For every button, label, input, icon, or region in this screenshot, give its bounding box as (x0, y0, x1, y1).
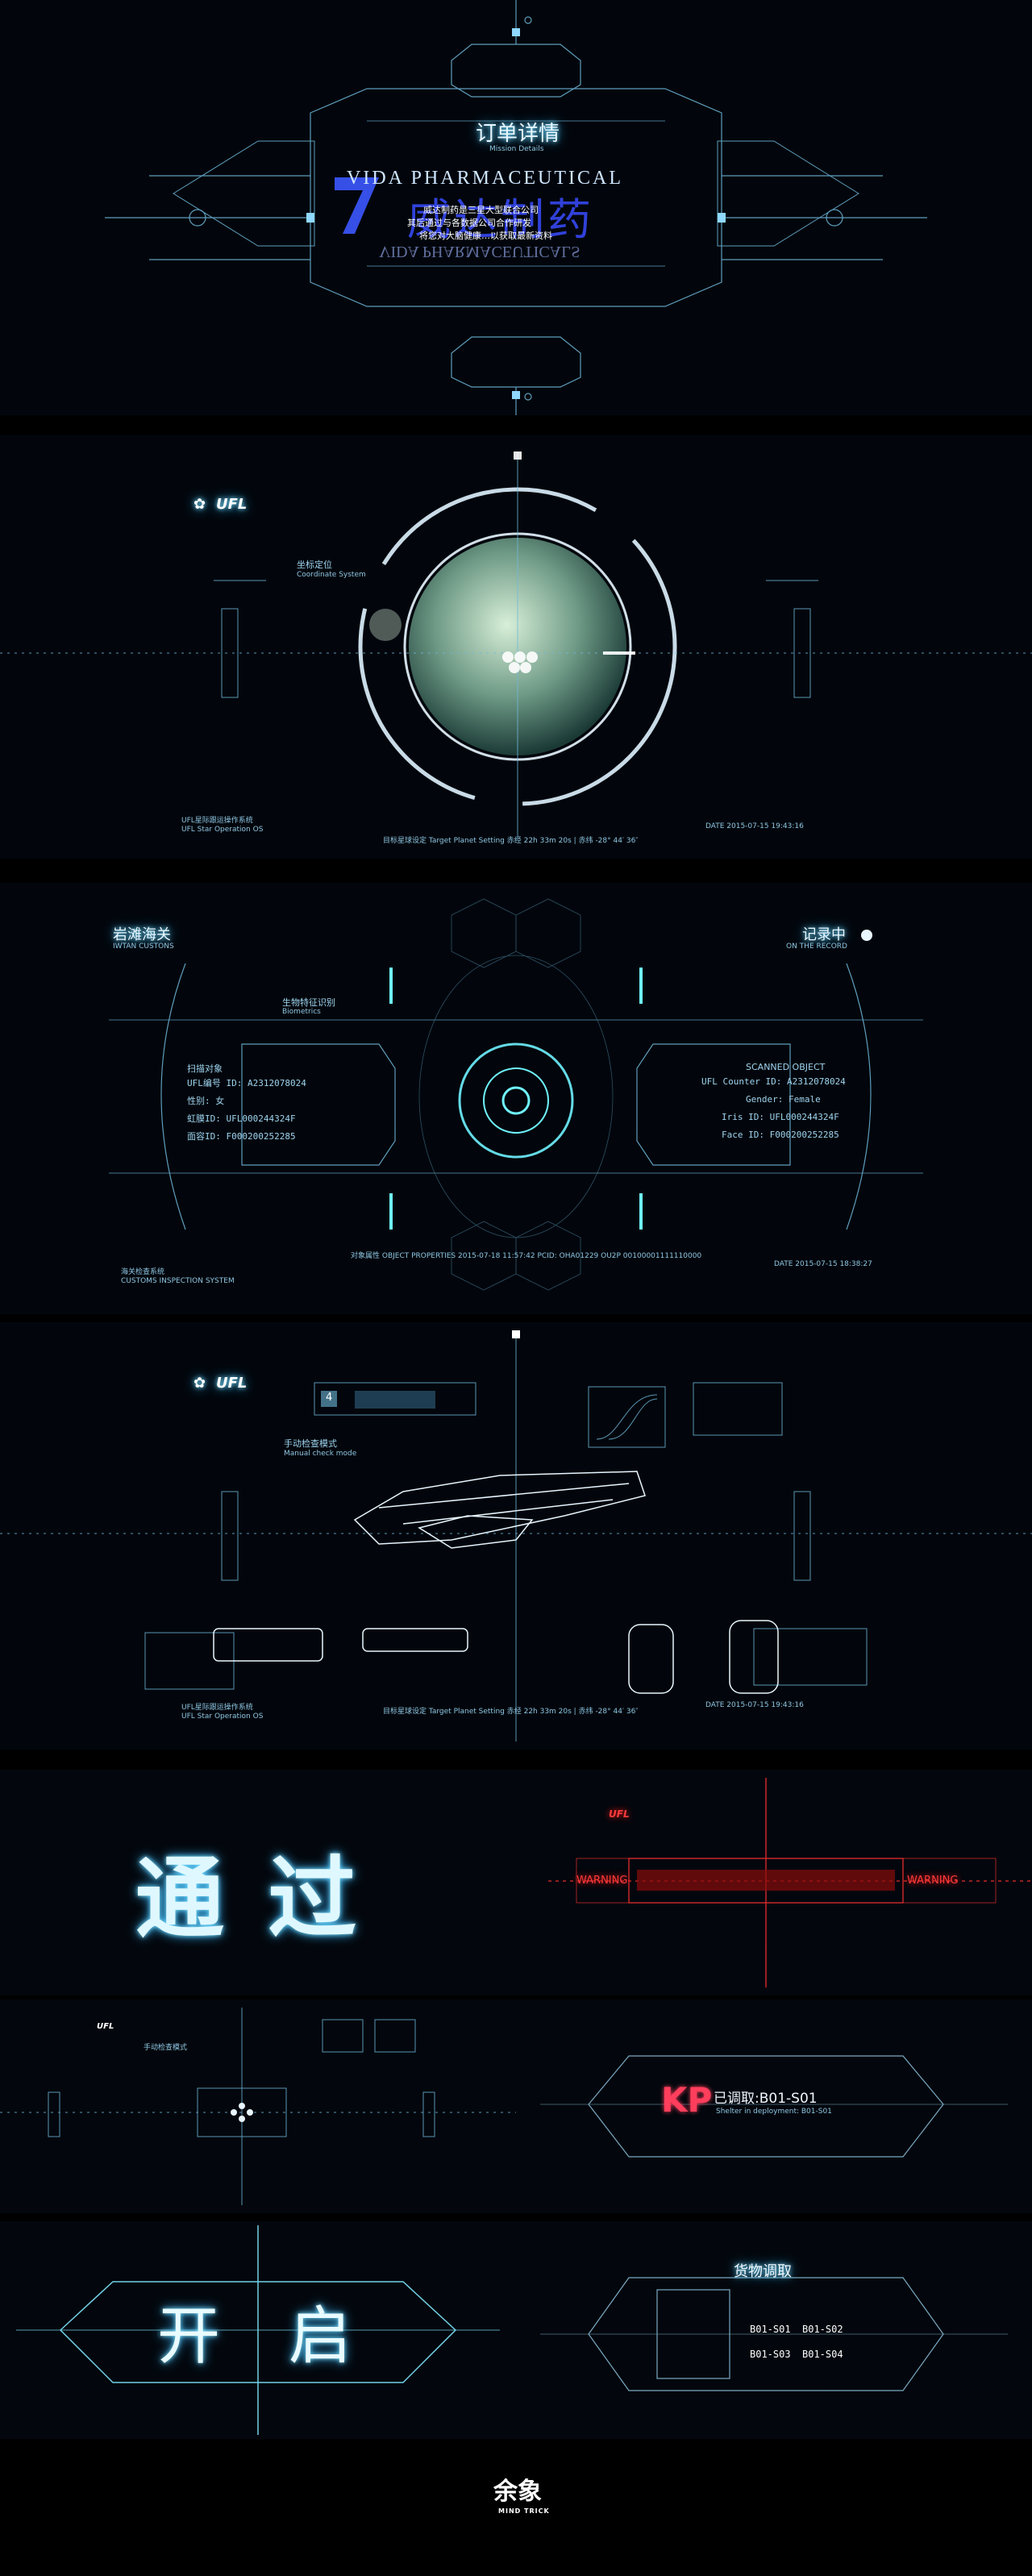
coord-sub: Coordinate System (297, 571, 366, 579)
field-id: UFL编号 ID: A2312078024 (187, 1078, 306, 1088)
field-face: 面容ID: F000200252285 (187, 1131, 296, 1142)
mode-sub: Manual check mode (284, 1450, 357, 1458)
open-text: 开 启 (157, 2300, 376, 2373)
properties-line: 对象属性 OBJECT PROPERTIES 2015-07-18 11:57:… (351, 1252, 702, 1260)
customs-hud-svg (109, 898, 923, 1291)
footer-logo-cn: 余象 (493, 2478, 542, 2506)
small-hud-svg (0, 2008, 516, 2205)
planet-hud-svg (0, 452, 1032, 839)
hud-frame-svg (105, 0, 927, 415)
seat-sub: Shelter in deployment: B01-S01 (716, 2108, 832, 2116)
scanned-title: SCANNED OBJECT (746, 1062, 826, 1072)
kp-hud-svg (540, 2055, 1008, 2158)
desc-line-2: 其后通过与各数据公司合作研发 (407, 218, 531, 228)
ship-hud-svg (0, 1330, 1032, 1742)
target-line: 目标星球设定 Target Planet Setting 赤经 22h 33m … (383, 1708, 639, 1716)
panel-open: 开 启 (0, 2221, 516, 2439)
panel-manual-check-small: UFL 手动检查模式 (0, 2000, 516, 2213)
ufl-logo: ✿UFL (194, 1375, 248, 1392)
open-hud-svg (16, 2225, 500, 2435)
panel-goods-retrieve: 货物调取 B01-S01 B01-S02 B01-S03 B01-S04 (516, 2221, 1032, 2439)
record-title: 记录中 (802, 926, 846, 943)
field-id-en: UFL Counter ID: A2312078024 (701, 1076, 846, 1087)
panel-planet-scan: ✿UFL 坐标定位 Coordinate System UFL星际跟运操作系统 … (0, 435, 1032, 859)
record-sub: ON THE RECORD (786, 943, 847, 951)
moon (369, 609, 402, 641)
pass-text: 通 过 (135, 1847, 364, 1950)
warning-hud-svg (548, 1778, 1032, 1987)
panel-pass: 通 过 (0, 1770, 516, 1995)
warning-left: WARNING (576, 1875, 628, 1887)
system-label: UFL星际跟运操作系统 (181, 1704, 253, 1712)
date-readout: DATE 2015-07-15 19:43:16 (705, 822, 804, 830)
field-iris: 虹膜ID: UFL000244324F (187, 1113, 296, 1124)
vida-logo-mark (335, 177, 379, 234)
ufl-logo-icon: ✿ (194, 496, 206, 513)
system-sub: UFL Star Operation OS (181, 826, 264, 834)
customs-sub: IWTAN CUSTONS (113, 943, 174, 951)
goods-hud-svg (540, 2277, 1008, 2391)
object-title: 扫描对象 (187, 1063, 223, 1074)
ufl-logo-small: UFL (97, 2022, 114, 2031)
footer-logo-en: MIND TRICK (498, 2507, 550, 2515)
desc-line-1: 威达制药是三星大型联合公司 (423, 205, 539, 215)
field-face-en: Face ID: F000200252285 (722, 1130, 839, 1140)
goods-code-4: B01-S04 (802, 2349, 843, 2360)
bio-sub: Biometrics (282, 1008, 321, 1016)
spaceship-wireframe (213, 1471, 779, 1694)
field-gender: 性别: 女 (187, 1096, 225, 1106)
date-readout: DATE 2015-07-15 19:43:16 (705, 1701, 804, 1709)
system-label: 海关检查系统 (121, 1268, 165, 1276)
field-gender-en: Gender: Female (746, 1094, 821, 1105)
ufl-logo-icon: ✿ (194, 1375, 206, 1392)
panel-warning: UFL WARNING WARNING (516, 1770, 1032, 1995)
desc-line-3: 将您对大脑健康…以获取最新资料 (419, 231, 552, 241)
footer-logo: 余象 MIND TRICK (0, 2451, 1032, 2576)
panel-kp-deploy: KP 已调取:B01-S01 Shelter in deployment: B0… (516, 2000, 1032, 2213)
face-wireframe (418, 898, 614, 1291)
goods-code-3: B01-S03 (750, 2349, 791, 2360)
brand-cn: 威达制药 (407, 194, 594, 245)
badge-number: 4 (326, 1392, 333, 1404)
goods-title: 货物调取 (734, 2263, 792, 2280)
goods-code-1: B01-S01 (750, 2324, 791, 2335)
bio-title: 生物特征识别 (282, 997, 335, 1008)
goods-code-2: B01-S02 (802, 2324, 843, 2335)
customs-title: 岩滩海关 (113, 926, 171, 943)
ufl-logo-red: UFL (609, 1808, 630, 1820)
mode-label-small: 手动检查模式 (144, 2044, 188, 2052)
target-line: 目标星球设定 Target Planet Setting 赤经 22h 33m … (383, 837, 639, 845)
system-sub: UFL Star Operation OS (181, 1712, 264, 1721)
date-readout: DATE 2015-07-15 18:38:27 (774, 1260, 872, 1268)
mode-label: 手动检查模式 (284, 1438, 337, 1449)
brand-en: VIDA PHARMACEUTICAL (347, 168, 624, 189)
system-label: UFL星际跟运操作系统 (181, 817, 253, 825)
coord-label: 坐标定位 (297, 560, 332, 570)
seat-label: 已调取:B01-S01 (714, 2091, 818, 2107)
page-subtitle: Mission Details (489, 145, 544, 153)
page-title: 订单详情 (476, 122, 560, 146)
panel-ship-inspection: ✿UFL 4 手动检查模式 Manual check mode UFL星际跟运操… (0, 1322, 1032, 1750)
kp-logo: KP (661, 2080, 713, 2120)
record-dot (861, 930, 872, 941)
field-iris-en: Iris ID: UFL000244324F (722, 1112, 839, 1122)
warning-right: WARNING (907, 1875, 959, 1887)
ufl-logo: ✿UFL (194, 496, 248, 513)
system-sub: CUSTOMS INSPECTION SYSTEM (121, 1277, 235, 1285)
panel-customs-biometrics: 岩滩海关 IWTAN CUSTONS 记录中 ON THE RECORD 生物特… (0, 883, 1032, 1314)
brand-en-mirror: VIDA PHARMACEUTICALS (379, 243, 580, 260)
panel-mission-details: 订单详情 Mission Details VIDA PHARMACEUTICAL… (0, 0, 1032, 415)
